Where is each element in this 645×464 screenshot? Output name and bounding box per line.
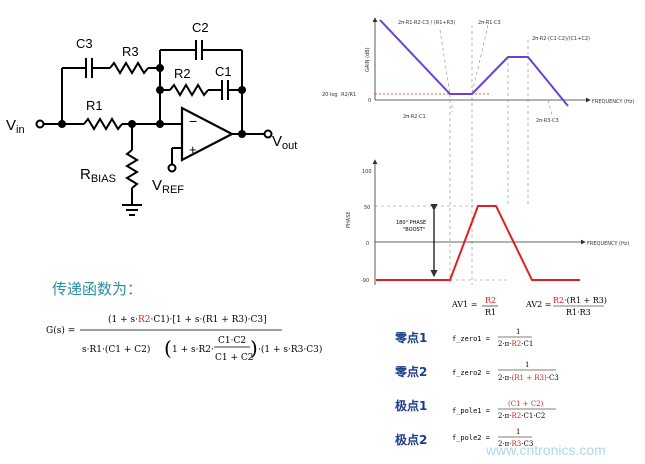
phase-y-label: PHASE bbox=[346, 211, 352, 228]
pz-name: f_pole2 = bbox=[452, 434, 490, 442]
transfer-numerator: (1 + s·R2·C1)·[1 + s·(R1 + R3)·C3] bbox=[108, 314, 267, 325]
pz-title: 极点2 bbox=[395, 432, 427, 447]
pz-title: 零点2 bbox=[394, 364, 427, 379]
transfer-heading: 传递函数为： bbox=[52, 280, 142, 298]
rbias-resistor bbox=[125, 149, 139, 189]
pz-item-pole2: 极点2 f_pole2 = 1 2·π·R3·C3 bbox=[395, 428, 533, 448]
label-vref: VREF bbox=[152, 177, 184, 196]
op-amp-minus: − bbox=[189, 113, 197, 129]
pz-denominator: 2·π·R3·C3 bbox=[498, 440, 533, 448]
gain-level-label: 20·log R2/R1 bbox=[322, 92, 356, 98]
pz-denominator: 2·π·R2·C1 bbox=[498, 340, 533, 348]
label-r1: R1 bbox=[86, 98, 103, 113]
pz-item-pole1: 极点1 f_pole1 = (C1 + C2) 2·π·R2·C1·C2 bbox=[395, 398, 556, 420]
r2-resistor bbox=[169, 83, 209, 97]
op-amp-plus: + bbox=[189, 142, 197, 157]
circuit-labels: C3 R3 C2 R2 C1 R1 − + Vin Vout RBIAS VRE… bbox=[6, 20, 297, 196]
pz-name: f_zero1 = bbox=[452, 335, 490, 343]
pz-numerator: (C1 + C2) bbox=[508, 400, 544, 408]
gain-x-label: FREQUENCY (Hz) bbox=[592, 99, 634, 105]
pz-name: f_pole1 = bbox=[452, 407, 490, 415]
circuit-schematic bbox=[35, 40, 273, 216]
gain-plot: GAIN (dB) FREQUENCY (Hz) 0 20·log R2/R1 … bbox=[322, 17, 634, 285]
pz-denominator: 2·π·(R1 + R3)·C3 bbox=[498, 374, 559, 382]
label-c1: C1 bbox=[215, 64, 232, 79]
gain-curve bbox=[379, 19, 569, 107]
pz-denominator: 2·π·R2·C1·C2 bbox=[498, 412, 545, 420]
r3-resistor bbox=[109, 61, 149, 75]
gain-corner-f2: 2π·R2·C1 bbox=[403, 114, 426, 120]
label-r2: R2 bbox=[174, 66, 191, 81]
label-rbias: RBIAS bbox=[80, 166, 116, 185]
op-amp bbox=[180, 106, 235, 162]
pole-zero-list: 零点1 f_zero1 = 1 2·π·R2·C1 零点2 f_zero2 = … bbox=[394, 328, 559, 448]
label-vin: Vin bbox=[6, 117, 25, 136]
gain-y-label: GAIN (dB) bbox=[365, 47, 371, 72]
transfer-den-paren-r: ) bbox=[250, 336, 258, 360]
gain-corner-f5: 2π·R3·C3 bbox=[536, 118, 559, 124]
transfer-den-a: s·R1·(C1 + C2) bbox=[82, 344, 150, 355]
r1-resistor bbox=[83, 117, 123, 131]
label-c2: C2 bbox=[192, 20, 209, 35]
phase-tick-m90: -90 bbox=[361, 278, 369, 284]
transfer-den-paren-l: ( bbox=[164, 336, 172, 360]
phase-boost-label-2: "BOOST" bbox=[403, 227, 425, 233]
phase-x-label: FREQUENCY (Hz) bbox=[587, 241, 629, 247]
pz-numerator: 1 bbox=[525, 361, 529, 369]
av1-denominator: R1 bbox=[485, 308, 496, 317]
label-vout: Vout bbox=[272, 133, 297, 152]
av1-label: AV1 = bbox=[451, 300, 478, 309]
av1-numerator: R2 bbox=[485, 296, 496, 305]
pz-title: 极点1 bbox=[395, 398, 427, 413]
gain-zero-tick: 0 bbox=[368, 98, 371, 104]
transfer-lhs: G(s) = bbox=[46, 325, 75, 336]
phase-tick-50: 50 bbox=[364, 205, 370, 211]
pz-title: 零点1 bbox=[394, 330, 427, 345]
pz-name: f_zero2 = bbox=[452, 369, 490, 377]
pz-numerator: 1 bbox=[516, 428, 520, 436]
watermark: www.cntronics.com bbox=[485, 442, 606, 458]
label-c3: C3 bbox=[76, 36, 93, 51]
transfer-function: 传递函数为： G(s) = (1 + s·R2·C1)·[1 + s·(R1 +… bbox=[46, 280, 322, 363]
phase-tick-100: 100 bbox=[362, 169, 372, 175]
phase-plot: PHASE FREQUENCY (Hz) 100 50 0 -90 180° P… bbox=[346, 159, 629, 285]
gain-corner-f1: 2π·R1·R2·C3 / (R1+R3) bbox=[398, 20, 455, 26]
gain-corner-f3: 2π·R1·C3 bbox=[478, 20, 501, 26]
transfer-den-c: ·(1 + s·R3·C3) bbox=[258, 344, 322, 355]
transfer-den-b: 1 + s·R2· bbox=[172, 345, 214, 355]
gain-corner-f4: 2π·R2·(C1·C2)/(C1+C2) bbox=[532, 36, 590, 42]
phase-boost-label-1: 180° PHASE bbox=[396, 220, 426, 226]
transfer-den-frac-den: C1 + C2 bbox=[215, 353, 254, 363]
label-r3: R3 bbox=[122, 44, 139, 59]
gain-equations: AV1 = R2 R1 AV2 = R2·(R1 + R3) R1·R3 bbox=[451, 296, 607, 317]
phase-tick-0: 0 bbox=[366, 241, 369, 247]
transfer-den-frac-num: C1·C2 bbox=[218, 336, 246, 346]
av2-denominator: R1·R3 bbox=[566, 308, 591, 317]
pz-item-zero2: 零点2 f_zero2 = 1 2·π·(R1 + R3)·C3 bbox=[394, 361, 559, 382]
phase-curve bbox=[376, 205, 580, 281]
pz-item-zero1: 零点1 f_zero1 = 1 2·π·R2·C1 bbox=[394, 328, 533, 348]
av2-numerator: R2·(R1 + R3) bbox=[553, 296, 607, 305]
av2-label: AV2 = bbox=[525, 300, 552, 309]
pz-numerator: 1 bbox=[516, 328, 520, 336]
